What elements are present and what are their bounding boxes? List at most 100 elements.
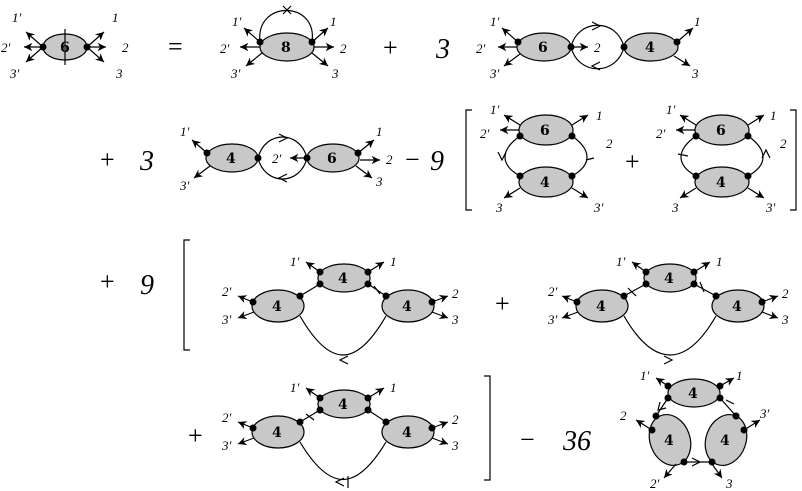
vertex-label: 4 bbox=[664, 271, 674, 287]
leg-label: 3′ bbox=[9, 66, 20, 81]
leg-label: 1′ bbox=[232, 14, 242, 29]
bracket-open bbox=[465, 109, 472, 211]
vertex-label: 4 bbox=[338, 271, 348, 287]
leg-label: 2 bbox=[620, 408, 627, 423]
leg-label: 3′ bbox=[179, 178, 190, 193]
leg-label: 2′ bbox=[548, 284, 558, 299]
leg-label: 1′ bbox=[290, 254, 300, 269]
vertex-label: 6 bbox=[60, 40, 70, 56]
term-eight-vertex-loop: 8 1′ 2′ 3′ 1 2 3 bbox=[220, 5, 347, 81]
coefficient: 3 bbox=[139, 146, 154, 177]
leg-label: 3′ bbox=[489, 66, 500, 81]
plus-sign: + bbox=[383, 33, 398, 62]
plus-sign: + bbox=[625, 147, 640, 176]
term-six-four-bubble: 6 4 1′ 2′ 3′ 2 1 3 bbox=[476, 14, 701, 81]
plus-sign: + bbox=[100, 267, 115, 296]
leg-label: 1′ bbox=[490, 102, 500, 117]
leg-label: 2′ bbox=[1, 40, 11, 55]
vertex-label: 4 bbox=[272, 299, 282, 315]
minus-sign: − bbox=[520, 425, 535, 454]
plus-sign: + bbox=[495, 289, 510, 318]
leg-label: 3′ bbox=[765, 200, 776, 215]
vertex-label: 6 bbox=[716, 123, 726, 139]
leg-label: 1 bbox=[596, 108, 603, 123]
leg-label: 3′ bbox=[221, 312, 232, 327]
leg-label: 3 bbox=[671, 200, 679, 215]
coefficient: 9 bbox=[430, 146, 444, 177]
leg-label: 2′ bbox=[222, 410, 232, 425]
leg-label: 3 bbox=[451, 312, 459, 327]
term-four-six-bubble: 4 6 1′ 3′ 2′ 1 2 3 bbox=[179, 124, 393, 193]
leg-label: 1 bbox=[716, 254, 723, 269]
leg-label: 1′ bbox=[290, 380, 300, 395]
plus-sign: + bbox=[100, 145, 115, 174]
leg-label: 2′ bbox=[272, 151, 282, 166]
leg-label: 2′ bbox=[650, 476, 660, 491]
leg-label: 2′ bbox=[220, 41, 230, 56]
leg-label: 1 bbox=[390, 254, 397, 269]
vertex-label: 4 bbox=[664, 433, 674, 449]
leg-label: 3′ bbox=[593, 200, 604, 215]
leg-label: 2 bbox=[606, 136, 613, 151]
leg-label: 3 bbox=[115, 66, 123, 81]
leg-label: 1 bbox=[770, 108, 777, 123]
term-triangle-four: 4 4 4 1′ 1 2 3′ 2′ 3 bbox=[620, 368, 770, 491]
vertex-label: 4 bbox=[596, 299, 606, 315]
leg-label: 3′ bbox=[221, 438, 232, 453]
leg-label: 2′ bbox=[480, 126, 490, 141]
vertex-label: 4 bbox=[688, 386, 698, 402]
minus-sign: − bbox=[405, 145, 420, 174]
leg-label: 1′ bbox=[490, 14, 500, 29]
leg-label: 3 bbox=[495, 200, 503, 215]
vertex-label: 4 bbox=[226, 151, 236, 167]
vertex-label: 4 bbox=[645, 40, 655, 56]
leg-label: 1′ bbox=[640, 368, 650, 383]
vertex-label: 4 bbox=[540, 175, 550, 191]
leg-label: 1 bbox=[736, 368, 743, 383]
term-vertical-six-four-a: 6 4 1′ 2′ 1 2 3 3′ bbox=[480, 102, 613, 215]
vertex-label: 6 bbox=[327, 151, 337, 167]
leg-label: 1′ bbox=[666, 102, 676, 117]
lhs-six-point-vertex: 6 1′ 2′ 3′ 1 2 3 bbox=[1, 10, 129, 81]
leg-label: 1′ bbox=[180, 124, 190, 139]
leg-label: 2 bbox=[122, 40, 129, 55]
vertex-label: 4 bbox=[272, 425, 282, 441]
leg-label: 2′ bbox=[222, 284, 232, 299]
leg-label: 3 bbox=[781, 312, 789, 327]
vertex-label: 4 bbox=[402, 299, 412, 315]
vertex-label: 6 bbox=[540, 123, 550, 139]
term-chain-four-left: 4 4 4 1′ 1 2′ 3′ 2 3 bbox=[221, 254, 459, 365]
term-chain-four-bottom: 4 4 4 1′ 1 2′ 3′ 2 3 bbox=[221, 380, 459, 488]
vertex-label: 4 bbox=[720, 433, 730, 449]
leg-label: 3 bbox=[725, 476, 733, 491]
leg-label: 2 bbox=[340, 41, 347, 56]
leg-label: 1′ bbox=[12, 10, 22, 25]
leg-label: 1 bbox=[694, 14, 701, 29]
vertex-label: 4 bbox=[716, 175, 726, 191]
leg-label: 2 bbox=[452, 412, 459, 427]
vertex-label: 4 bbox=[402, 425, 412, 441]
leg-label: 3 bbox=[451, 438, 459, 453]
bracket-open bbox=[183, 239, 190, 351]
coefficient: 9 bbox=[140, 270, 154, 301]
leg-label: 2′ bbox=[656, 126, 666, 141]
vertex-label: 8 bbox=[281, 40, 291, 56]
bracket-close bbox=[790, 109, 797, 211]
coefficient: 3 bbox=[435, 34, 450, 65]
leg-label: 1′ bbox=[616, 254, 626, 269]
leg-label: 2′ bbox=[476, 41, 486, 56]
leg-label: 2 bbox=[452, 286, 459, 301]
leg-label: 2 bbox=[386, 152, 393, 167]
coefficient: 36 bbox=[562, 426, 591, 457]
equals-sign: = bbox=[168, 32, 183, 61]
leg-label: 3 bbox=[375, 174, 383, 189]
leg-label: 1 bbox=[376, 124, 383, 139]
leg-label: 3′ bbox=[547, 312, 558, 327]
term-vertical-six-four-b: 6 4 1′ 2′ 1 2 3 3′ bbox=[656, 102, 787, 215]
vertex-label: 4 bbox=[732, 299, 742, 315]
term-chain-four-right: 4 4 4 1′ 1 2′ 3′ 2 3 bbox=[547, 254, 789, 365]
plus-sign: + bbox=[188, 421, 203, 450]
leg-label: 1 bbox=[330, 14, 337, 29]
leg-label: 2 bbox=[780, 136, 787, 151]
